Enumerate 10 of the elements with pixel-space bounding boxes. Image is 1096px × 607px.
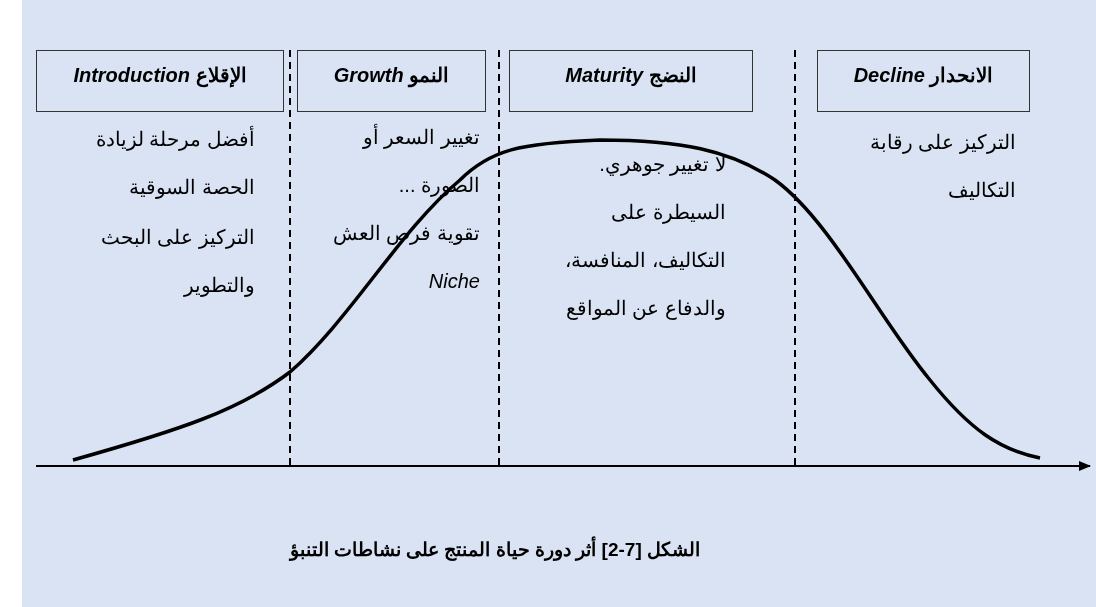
stage-box xyxy=(817,50,1030,112)
figure-caption: الشكل [7-2] أثر دورة حياة المنتج على نشاطات التنبؤ xyxy=(60,538,700,561)
stage-note: التركيز على البحث والتطوير xyxy=(99,225,255,299)
stage-note: التركيز على رقابة التكاليف xyxy=(868,130,1016,203)
stage-box xyxy=(36,50,284,112)
stage-note: السيطرة على التكاليف، المنافسة، والدفاع عن المواقع xyxy=(564,200,726,322)
stage-box xyxy=(509,50,753,112)
stage-note: أفضل مرحلة لزيادة الحصة السوقية xyxy=(50,115,255,211)
stage-note: لا تغيير جوهري. xyxy=(598,152,726,178)
stage-box xyxy=(297,50,486,112)
